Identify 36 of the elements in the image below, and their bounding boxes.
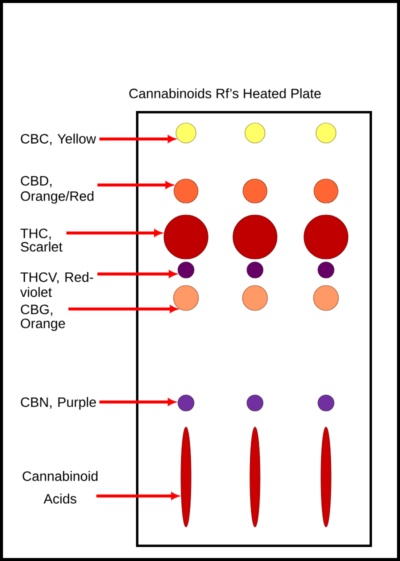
arrow (68, 305, 178, 313)
spot (242, 178, 268, 204)
plate-frame (136, 111, 372, 547)
spot (173, 285, 199, 311)
label-text: THCV, Red-violet (20, 272, 94, 297)
arrow (96, 492, 179, 500)
streak (180, 426, 192, 528)
spot (178, 262, 194, 278)
spot (246, 394, 264, 412)
spot (316, 122, 336, 144)
title: Cannabinoids Rf’s Heated Plate (129, 88, 321, 98)
spot (232, 214, 278, 260)
spot (314, 178, 338, 204)
spot (178, 394, 194, 412)
spot (176, 122, 196, 144)
arrow (66, 229, 162, 237)
spot (242, 285, 268, 311)
streak (320, 426, 332, 528)
spot (244, 122, 266, 144)
streak (250, 426, 260, 528)
label-text: CBD, Orange/Red (20, 176, 94, 204)
spot (318, 394, 334, 412)
spot (246, 262, 264, 278)
spot (304, 214, 348, 260)
spot (313, 285, 339, 311)
arrow (97, 270, 176, 278)
spot (164, 214, 208, 260)
label-text: CBC, Yellow (20, 134, 96, 146)
label-text: CBG, Orange (20, 304, 65, 331)
spot (318, 262, 334, 278)
arrow (99, 398, 176, 406)
label-text: CBN, Purple (20, 397, 96, 410)
label-text: Cannabinoid Acids (22, 471, 98, 504)
spot (174, 178, 198, 204)
arrow (99, 135, 176, 143)
label-text: THC, Scarlet (20, 228, 62, 252)
